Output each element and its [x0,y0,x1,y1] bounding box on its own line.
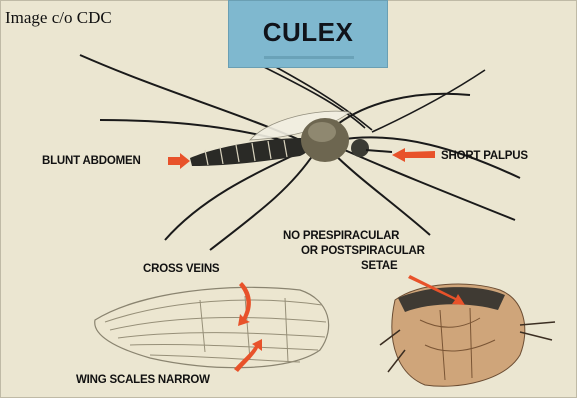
label-blunt-abdomen: BLUNT ABDOMEN [42,155,141,168]
image-credit: Image c/o CDC [2,8,115,28]
label-wing-scales-narrow: WING SCALES NARROW [76,374,210,387]
label-cross-veins: CROSS VEINS [143,263,219,276]
title-underline [264,56,354,59]
label-setae-line3: SETAE [361,260,398,273]
label-setae-line1: NO PRESPIRACULAR [283,230,399,243]
title-box: CULEX [228,0,388,68]
diagram-title: CULEX [229,17,387,48]
label-short-palpus: SHORT PALPUS [441,150,528,163]
label-setae-line2: OR POSTSPIRACULAR [301,245,425,258]
